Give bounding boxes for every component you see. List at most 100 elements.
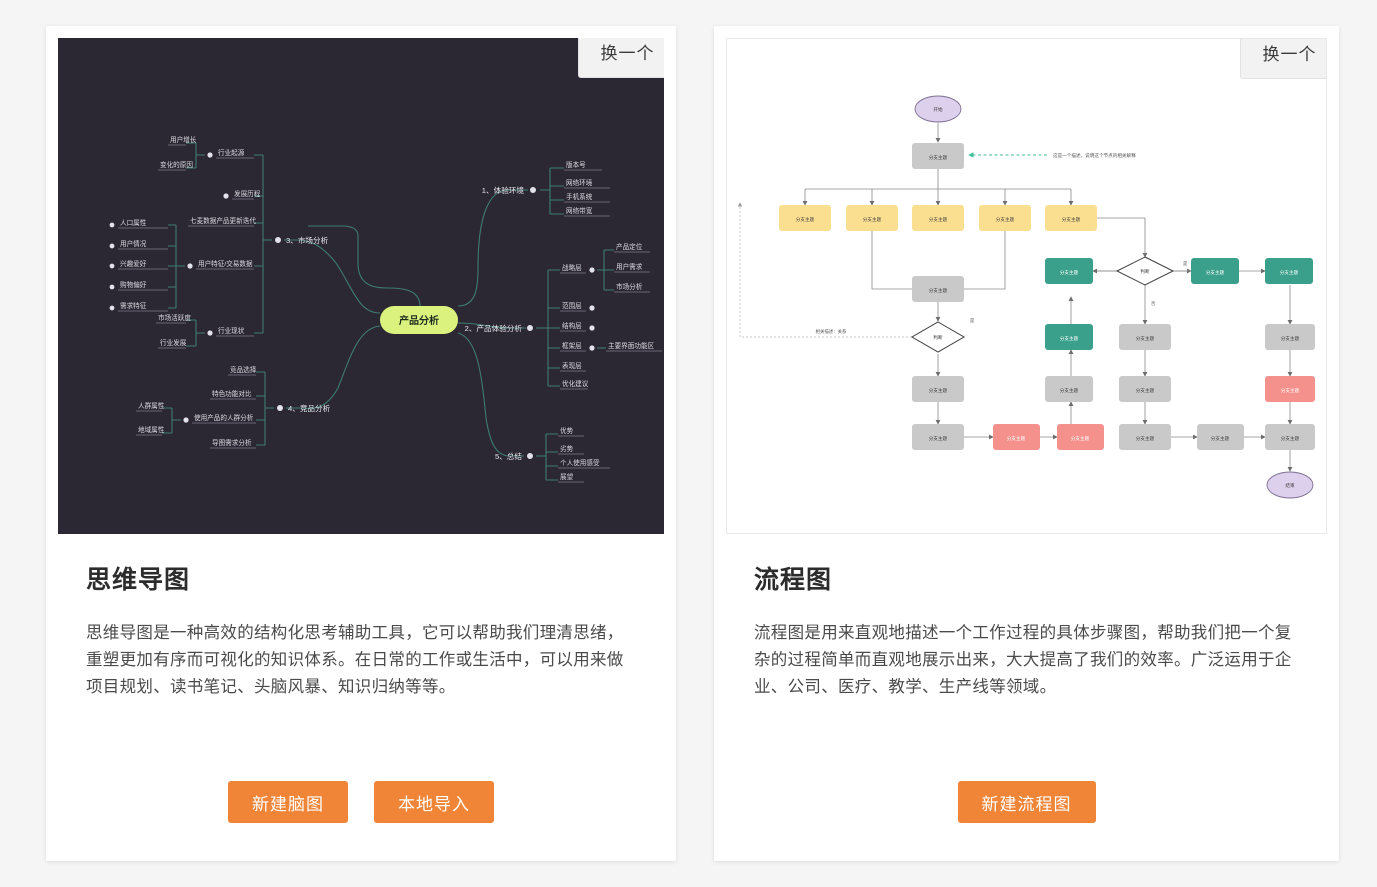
mindmap-node-3-2: 七麦数据产品更新迭代 [190, 216, 256, 225]
flowchart-node-r1-label: 分支主题 [1206, 269, 1225, 276]
flowchart-end-label: 结束 [1285, 482, 1295, 489]
mindmap-node-5-0: 优势 [560, 426, 574, 435]
flowchart-node-top-label: 分支主题 [929, 154, 948, 161]
mindmap-title: 思维导图 [86, 566, 191, 594]
flowchart-node-b2 [993, 424, 1040, 450]
mindmap-node-4-0: 竞品选择 [230, 365, 257, 374]
mindmap-node-1-3: 网络带宽 [566, 206, 593, 215]
mindmap-node-2-5: 优化建议 [562, 379, 589, 388]
flowchart-node-y2 [846, 205, 898, 231]
mindmap-node-1-1: 网络环境 [566, 178, 593, 187]
flowchart-node-mid-label: 分支主题 [929, 287, 948, 294]
mindmap-node-2-0-0: 产品定位 [616, 242, 643, 251]
mindmap-description: 思维导图是一种高效的结构化思考辅助工具，它可以帮助我们理清思绪，重塑更加有序而可… [86, 624, 624, 696]
flowchart-start-node [914, 95, 962, 123]
flowchart-card-body: 流程图 流程图是用来直观地描述一个工作过程的具体步骤图，帮助我们把一个复杂的过程… [714, 534, 1339, 749]
flowchart-node-y4-label: 分支主题 [996, 216, 1015, 223]
flowchart-relation-label: 相关描述：关系 [816, 328, 847, 335]
mindmap-node-2-0-1: 用户需求 [616, 262, 643, 271]
flowchart-node-m2-label: 分支主题 [1136, 387, 1155, 394]
flowchart-node-m1-label: 分支主题 [1136, 335, 1155, 342]
mindmap-node-3-3-2: 兴趣爱好 [120, 259, 147, 268]
flowchart-decision-2-no: 否 [1151, 301, 1156, 307]
flowchart-node-t2-label: 分支主题 [1060, 335, 1079, 342]
flowchart-title: 流程图 [754, 566, 833, 594]
mindmap-preview: 换一个 产品分析 1、体验环境 [58, 38, 664, 534]
mindmap-node-4-3: 导图需求分析 [212, 438, 252, 447]
mindmap-node-1-0: 版本号 [566, 160, 586, 169]
swap-preview-button-flowchart[interactable]: 换一个 [1240, 39, 1326, 79]
flowchart-node-c1-label: 分支主题 [929, 387, 948, 394]
mindmap-node-3-1: 发展历程 [234, 189, 261, 198]
flowchart-decision-2-yes: 是 [1183, 261, 1188, 267]
flowchart-start-label: 开始 [933, 106, 943, 113]
mindmap-node-3-4: 行业现状 [218, 326, 245, 335]
flowchart-node-b3 [1057, 424, 1104, 450]
flowchart-decision-2 [1115, 256, 1175, 286]
flowchart-node-top [912, 143, 964, 169]
mindmap-node-2-2: 结构层 [562, 321, 582, 330]
flowchart-decision-1 [910, 321, 966, 353]
mindmap-card-body: 思维导图 思维导图是一种高效的结构化思考辅助工具，它可以帮助我们理清思绪，重塑更… [46, 534, 676, 749]
flowchart-preview: 换一个 [726, 38, 1327, 534]
flowchart-node-b2-label: 分支主题 [1007, 435, 1026, 442]
flowchart-node-mid [912, 276, 964, 302]
flowchart-node-y5-label: 分支主题 [1062, 216, 1081, 223]
mindmap-svg: 产品分析 1、体验环境 版本号 网络环境 手机系统 网络带宽 2、产品体验分析 [109, 135, 662, 483]
mindmap-node-3-4-1: 行业发展 [160, 338, 187, 347]
flowchart-card: 换一个 [714, 26, 1339, 861]
mindmap-node-2-1: 范围层 [562, 301, 582, 310]
flowchart-node-m4-label: 分支主题 [1211, 435, 1230, 442]
flowchart-node-y4 [979, 205, 1031, 231]
local-import-button[interactable]: 本地导入 [374, 781, 494, 823]
mindmap-node-1-2: 手机系统 [566, 192, 593, 201]
flowchart-node-f1 [1265, 324, 1315, 350]
flowchart-node-f1-label: 分支主题 [1281, 335, 1300, 342]
flowchart-node-m3 [1119, 424, 1171, 450]
mindmap-node-3-4-0: 市场活跃度 [158, 313, 191, 322]
mindmap-node-5-2: 个人使用感受 [560, 458, 600, 467]
flowchart-node-r2 [1265, 258, 1313, 284]
swap-preview-button-mindmap[interactable]: 换一个 [578, 38, 664, 78]
flowchart-description: 流程图是用来直观地描述一个工作过程的具体步骤图，帮助我们把一个复杂的过程简单而直… [754, 624, 1292, 696]
mindmap-node-2-3: 框架层 [562, 341, 582, 350]
flowchart-node-f3 [1265, 424, 1315, 450]
flowchart-node-m2 [1119, 376, 1171, 402]
mindmap-node-4-2-0: 人群属性 [138, 401, 165, 410]
flowchart-decision-1-yes: 是 [970, 318, 975, 324]
mindmap-card: 换一个 产品分析 1、体验环境 [46, 26, 676, 861]
new-flowchart-button[interactable]: 新建流程图 [957, 781, 1096, 823]
mindmap-node-3-3-3: 购物偏好 [120, 280, 147, 289]
mindmap-node-3-3-0: 人口属性 [120, 218, 147, 227]
mindmap-node-5-3: 展望 [560, 472, 574, 481]
flowchart-node-m4 [1197, 424, 1244, 450]
mindmap-node-3-0: 行业起源 [218, 148, 245, 157]
flowchart-node-t3 [1045, 376, 1093, 402]
mindmap-branch-4-label: 4、竞品分析 [288, 403, 331, 413]
mindmap-branch-3-label: 3、市场分析 [286, 235, 329, 245]
flowchart-node-r1 [1191, 258, 1239, 284]
flowchart-node-b1-label: 分支主题 [929, 435, 948, 442]
mindmap-node-3-3-4: 需求特征 [120, 301, 147, 310]
mindmap-node-4-1: 特色功能对比 [212, 389, 252, 398]
flowchart-node-y3 [912, 205, 964, 231]
mindmap-node-5-1: 劣势 [560, 444, 574, 453]
flowchart-svg: 相关描述：关系 这是一个描述，说明这个节点的相关解释 开始 分支主题 分支主题 … [737, 95, 1315, 499]
mindmap-node-4-2-1: 地域属性 [138, 425, 165, 434]
flowchart-node-y5 [1045, 205, 1097, 231]
mindmap-root-label: 产品分析 [399, 314, 439, 327]
mindmap-node-3-3-1: 用户情况 [120, 239, 147, 248]
mindmap-node-2-0: 战略层 [562, 263, 582, 272]
flowchart-node-t1-label: 分支主题 [1060, 269, 1079, 276]
flowchart-node-t2 [1045, 324, 1093, 350]
new-mindmap-button[interactable]: 新建脑图 [228, 781, 348, 823]
mindmap-branch-2-label: 2、产品体验分析 [465, 323, 523, 333]
flowchart-node-b3-label: 分支主题 [1071, 435, 1090, 442]
mindmap-node-3-3: 用户特征/交易数据 [198, 259, 253, 268]
mindmap-branch-5-label: 5、总结 [495, 451, 522, 461]
flowchart-node-b1 [912, 424, 964, 450]
flowchart-node-y3-label: 分支主题 [929, 216, 948, 223]
mindmap-branch-1-label: 1、体验环境 [482, 185, 525, 195]
flowchart-node-f3-label: 分支主题 [1281, 435, 1300, 442]
